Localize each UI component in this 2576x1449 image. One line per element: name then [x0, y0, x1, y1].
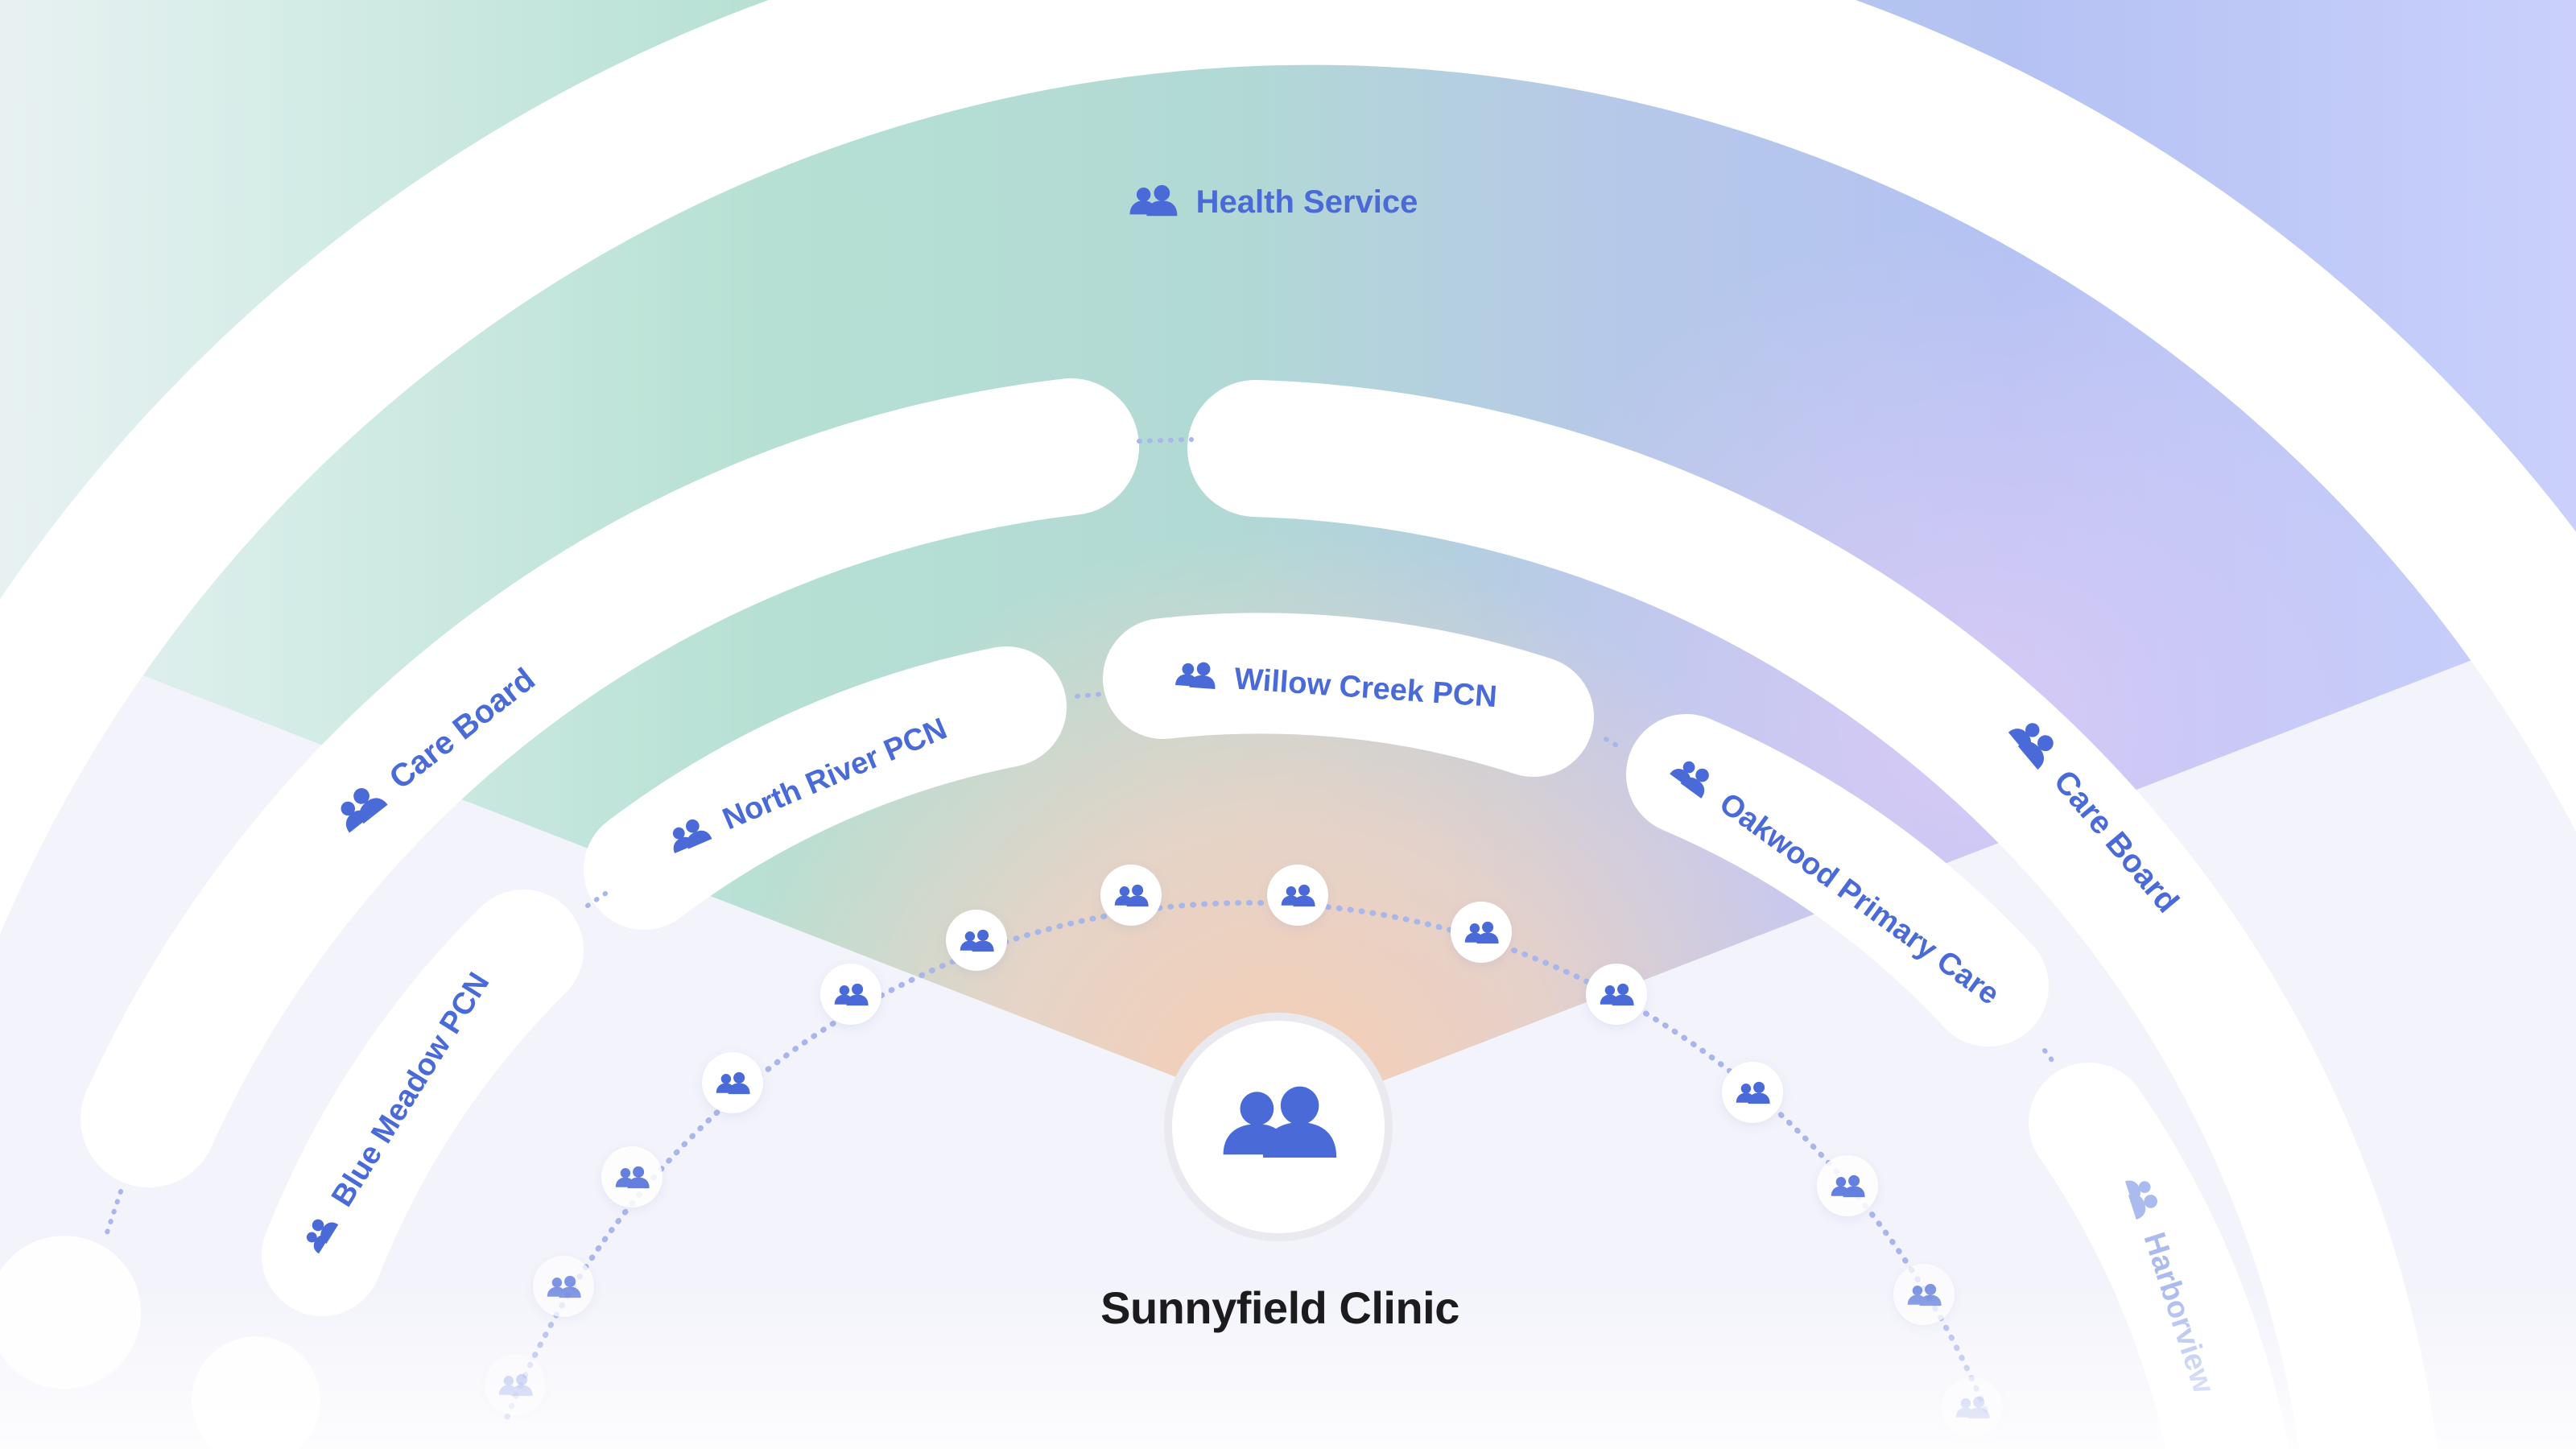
people-icon [341, 788, 388, 833]
member-node[interactable] [702, 1052, 763, 1113]
people-icon [1736, 1081, 1770, 1104]
health-service-label: Health Service [1129, 184, 1418, 220]
member-node[interactable] [1586, 964, 1647, 1025]
member-node[interactable] [1100, 865, 1162, 926]
people-icon [1175, 662, 1216, 690]
center-label: Sunnyfield Clinic [1100, 1282, 1459, 1333]
member-node[interactable] [1722, 1062, 1783, 1123]
people-icon [615, 1166, 650, 1189]
member-node[interactable] [533, 1256, 594, 1317]
people-icon [1464, 921, 1499, 944]
member-node[interactable] [820, 964, 881, 1025]
people-icon [1281, 884, 1315, 907]
people-icon [834, 983, 869, 1006]
people-icon [1670, 761, 1709, 799]
people-icon [2008, 723, 2054, 770]
health-service-label-text: Health Service [1196, 184, 1418, 220]
people-icon [960, 929, 994, 952]
people-icon [1129, 184, 1178, 217]
member-node[interactable] [601, 1146, 663, 1208]
oakwood-primary-care-segment[interactable] [1626, 714, 2049, 1046]
people-icon [1114, 884, 1149, 907]
people-icon [716, 1071, 750, 1095]
member-node[interactable] [485, 1354, 546, 1415]
member-node[interactable] [1267, 865, 1328, 926]
blue-meadow-pcn-segment[interactable] [262, 890, 584, 1316]
member-node[interactable] [1817, 1155, 1878, 1216]
center-people-icon [1223, 1086, 1337, 1158]
member-node[interactable] [1893, 1264, 1955, 1325]
people-icon [306, 1219, 339, 1254]
people-icon [1600, 983, 1634, 1006]
people-icon [2124, 1180, 2157, 1220]
member-node[interactable] [1942, 1377, 2003, 1438]
member-node[interactable] [946, 910, 1007, 971]
center-node[interactable] [1172, 1021, 1385, 1233]
segment-connectors [102, 437, 2059, 1242]
people-icon [672, 819, 712, 853]
care-board-left-segment[interactable] [80, 378, 1139, 1187]
willow-creek-pcn-segment[interactable] [1103, 613, 1594, 777]
care-board-right-segment[interactable] [1187, 380, 2438, 1449]
member-node[interactable] [1451, 902, 1512, 963]
people-icon [1831, 1174, 1865, 1198]
member-arc [504, 900, 1992, 1420]
